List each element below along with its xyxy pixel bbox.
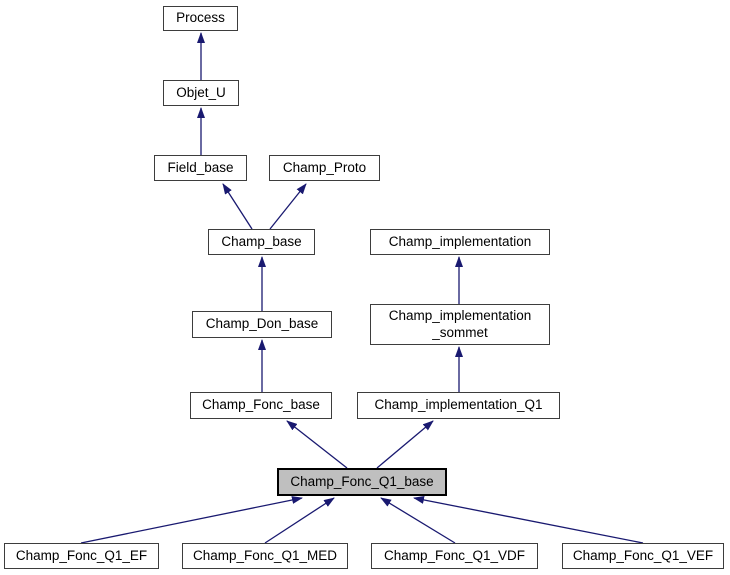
node-champ-fonc-q1-vdf[interactable]: Champ_Fonc_Q1_VDF (371, 543, 538, 569)
node-champ-fonc-q1-vef[interactable]: Champ_Fonc_Q1_VEF (562, 543, 724, 569)
edge-med-q1base (264, 497, 335, 544)
node-process[interactable]: Process (163, 6, 238, 31)
edge-q1base-implq1 (376, 420, 434, 469)
node-champ-fonc-q1-base-selected: Champ_Fonc_Q1_base (277, 468, 447, 496)
node-champ-base[interactable]: Champ_base (208, 229, 315, 255)
edge-vef-q1base (413, 496, 644, 544)
node-champ-fonc-q1-ef[interactable]: Champ_Fonc_Q1_EF (4, 543, 159, 569)
node-champ-proto[interactable]: Champ_Proto (269, 155, 380, 181)
node-champ-don-base[interactable]: Champ_Don_base (192, 311, 332, 338)
node-champ-fonc-q1-med[interactable]: Champ_Fonc_Q1_MED (182, 543, 348, 569)
node-champ-implementation-sommet[interactable]: Champ_implementation _sommet (370, 304, 550, 345)
edge-vdf-q1base (380, 497, 456, 544)
edge-champbase-champproto (269, 183, 307, 230)
node-objet-u[interactable]: Objet_U (163, 80, 239, 106)
node-champ-implementation[interactable]: Champ_implementation (370, 229, 550, 255)
edge-champbase-fieldbase (222, 183, 253, 230)
edge-ef-q1base (80, 496, 303, 544)
node-champ-fonc-base[interactable]: Champ_Fonc_base (190, 392, 332, 419)
node-champ-implementation-q1[interactable]: Champ_implementation_Q1 (357, 392, 560, 419)
edge-q1base-foncbase (286, 420, 348, 469)
node-field-base[interactable]: Field_base (154, 155, 247, 181)
